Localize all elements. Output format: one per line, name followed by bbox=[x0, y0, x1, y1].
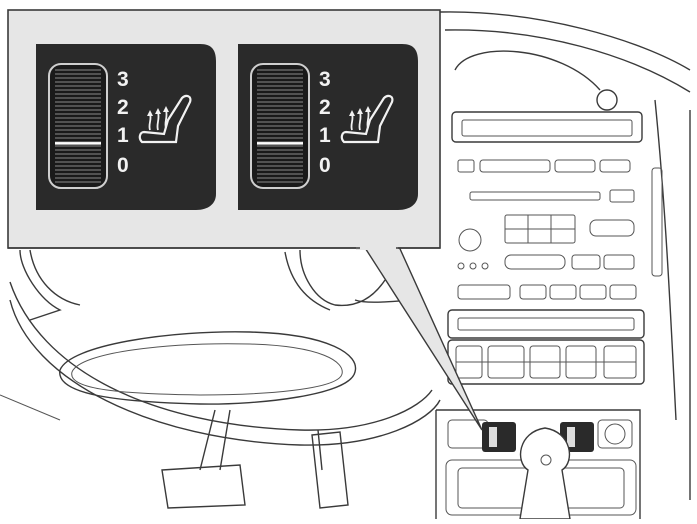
scale-label-3: 3 bbox=[117, 68, 129, 91]
steering-wheel bbox=[0, 249, 441, 446]
heated-seat-icon bbox=[138, 94, 192, 144]
scale-label-2: 2 bbox=[319, 96, 331, 119]
left-seat-heater-switch bbox=[482, 422, 516, 452]
scale-label-0: 0 bbox=[117, 154, 129, 177]
scale-label-0: 0 bbox=[319, 154, 331, 177]
heated-seat-icon bbox=[340, 94, 394, 144]
scale-label-2: 2 bbox=[117, 96, 129, 119]
left-seat-heater-panel: 3 2 1 0 bbox=[36, 44, 216, 210]
scale-label-1: 1 bbox=[319, 124, 331, 147]
scale-label-1: 1 bbox=[117, 124, 129, 147]
scale-label-3: 3 bbox=[319, 68, 331, 91]
gear-shift-knob bbox=[519, 427, 571, 520]
dashboard-drawing bbox=[0, 11, 691, 520]
accelerator-pedal bbox=[311, 431, 349, 509]
right-seat-heater-panel: 3 2 1 0 bbox=[238, 44, 418, 210]
brake-pedal bbox=[161, 464, 246, 509]
